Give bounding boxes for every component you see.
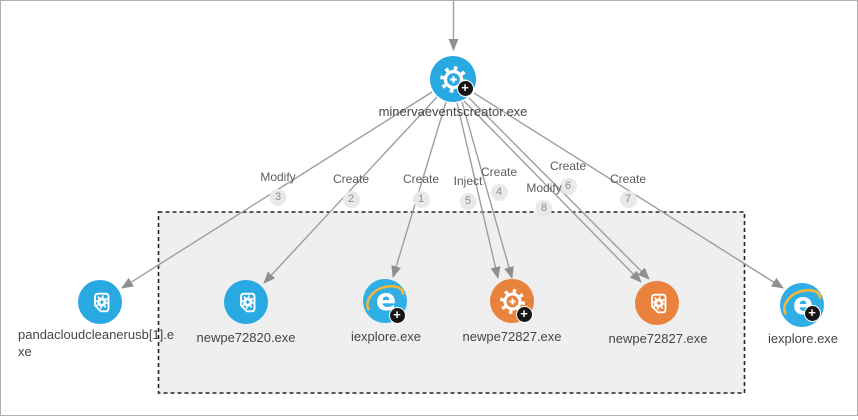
- file-gear-icon: [650, 293, 666, 313]
- edge-action: Create: [480, 165, 518, 179]
- edge-action: Create: [402, 172, 440, 186]
- edge-line-create-1: [391, 101, 447, 278]
- edge-line-inject-5: [456, 102, 501, 279]
- edge-sequence-badge: 4: [490, 184, 508, 201]
- node-newpe72827-2[interactable]: [635, 281, 679, 325]
- edge-label-create-1: Create 1: [403, 172, 439, 208]
- process-name-label: newpe72827.exe: [462, 329, 562, 344]
- edge-sequence-badge: 3: [269, 189, 287, 206]
- edge-label-modify-3: Modify 3: [260, 170, 296, 206]
- edge-sequence-badge: 8: [535, 200, 553, 217]
- edge-sequence-badge: 2: [342, 191, 360, 208]
- edge-sequence-badge: 6: [559, 178, 577, 195]
- node-pandacloudcleanerusb[interactable]: [78, 280, 122, 324]
- file-gear-icon: [93, 292, 109, 312]
- edge-sequence-badge: 1: [412, 191, 430, 208]
- process-name-label: newpe72827.exe: [608, 331, 708, 346]
- edge-line-create-4: [461, 101, 514, 279]
- node-iexplore-2[interactable]: e: [780, 283, 824, 327]
- node-newpe72827-1[interactable]: [490, 279, 534, 323]
- process-name-label: iexplore.exe: [767, 331, 839, 346]
- edge-line-create-2: [263, 96, 438, 284]
- edge-action: Modify: [526, 181, 562, 195]
- edge-label-modify-8: Modify 8: [526, 181, 562, 217]
- edge-line-create-6: [468, 97, 650, 280]
- edge-label-inject-5: Inject 5: [453, 174, 483, 210]
- edge-label-create-7: Create 7: [610, 172, 646, 208]
- expand-plus-icon[interactable]: [389, 307, 406, 324]
- expand-plus-icon[interactable]: [804, 305, 821, 322]
- gear-plus-icon: [499, 288, 525, 314]
- edge-action: Create: [609, 172, 647, 186]
- edge-line-create-7: [473, 92, 784, 289]
- node-minervaeventscreator[interactable]: [430, 56, 476, 102]
- edge-action: Create: [332, 172, 370, 186]
- node-iexplore-1[interactable]: e: [363, 279, 407, 324]
- file-gear-icon: [239, 292, 255, 312]
- edge-action: Modify: [260, 170, 296, 184]
- edge-action: Create: [549, 159, 587, 173]
- gear-plus-icon: [439, 65, 467, 93]
- edge-label-create-6: Create 6: [550, 159, 586, 195]
- edge-label-create-2: Create 2: [333, 172, 369, 208]
- expand-plus-icon[interactable]: [516, 306, 533, 323]
- edge-action: Inject: [453, 174, 483, 188]
- expand-plus-icon[interactable]: [457, 80, 474, 97]
- process-name-label: newpe72820.exe: [196, 330, 296, 345]
- process-name-label: pandacloudcleanerusb[1].exe: [18, 327, 175, 359]
- process-name-label: iexplore.exe: [350, 329, 422, 344]
- process-name-label: minervaeventscreator.exe: [378, 104, 528, 119]
- node-newpe72820[interactable]: [224, 280, 268, 324]
- edge-label-create-4: Create 4: [481, 165, 517, 201]
- edge-line-modify-8: [463, 100, 642, 283]
- edge-sequence-badge: 5: [459, 193, 477, 210]
- edge-sequence-badge: 7: [619, 191, 637, 208]
